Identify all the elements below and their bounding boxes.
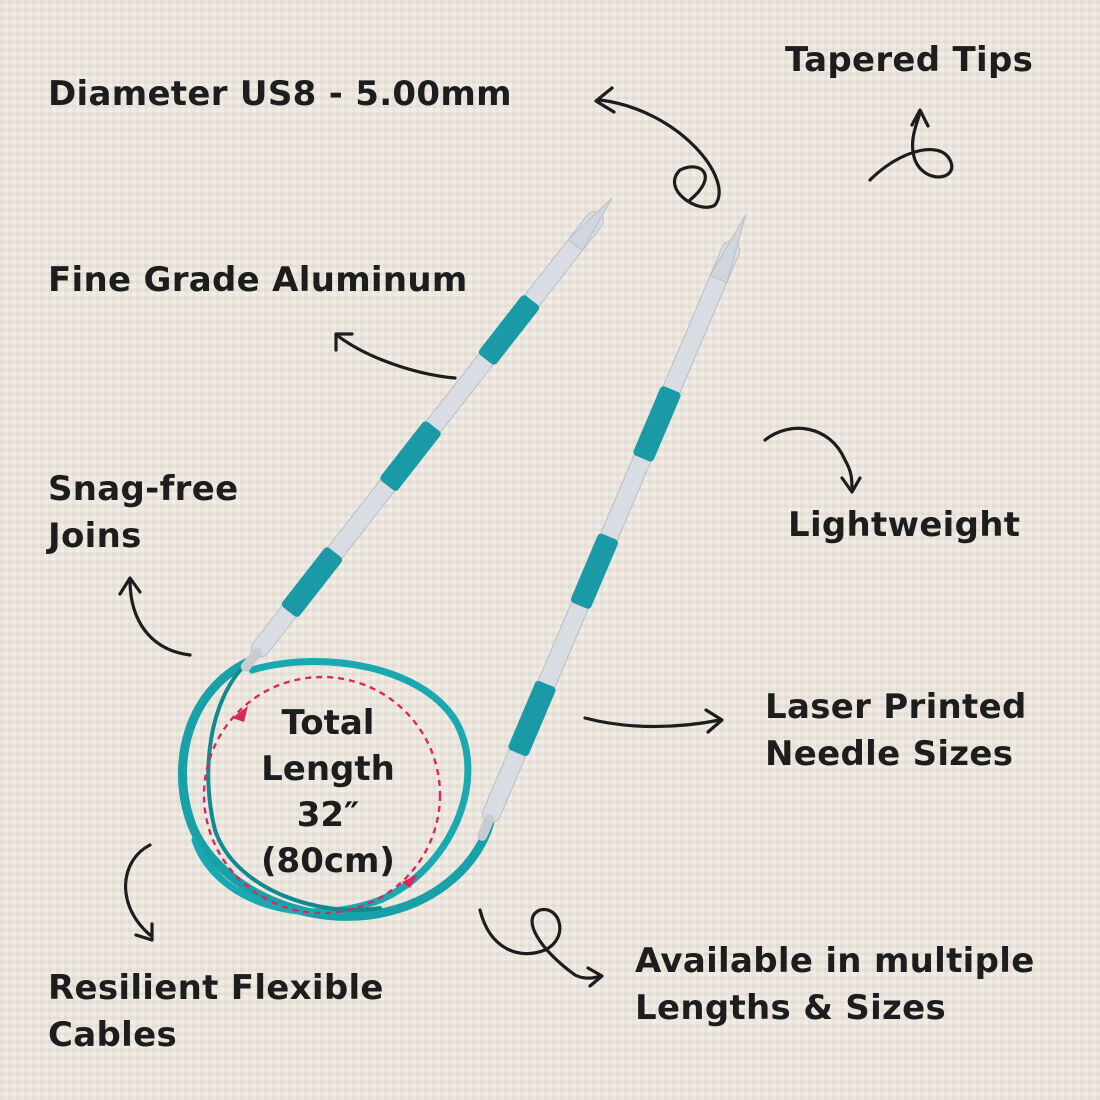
label-snag-free: Snag-free Joins bbox=[48, 466, 238, 560]
label-resilient: Resilient Flexible Cables bbox=[48, 965, 384, 1059]
snag-free-line-2: Joins bbox=[48, 516, 142, 556]
fine-grade-arrow-icon bbox=[336, 334, 457, 380]
label-tapered-tips: Tapered Tips bbox=[785, 37, 1033, 84]
diameter-arrow-icon bbox=[598, 98, 721, 209]
diameter-text: Diameter US8 - 5.00mm bbox=[48, 74, 512, 114]
label-fine-grade: Fine Grade Aluminum bbox=[48, 257, 468, 304]
available-line-2: Lengths & Sizes bbox=[635, 988, 947, 1028]
label-lightweight: Lightweight bbox=[788, 502, 1020, 549]
laser-printed-line-1: Laser Printed bbox=[765, 687, 1027, 727]
tapered-tips-text: Tapered Tips bbox=[785, 40, 1034, 80]
right-needle bbox=[477, 214, 747, 841]
laser-printed-line-2: Needle Sizes bbox=[765, 734, 1014, 774]
length-indicator-circle bbox=[202, 675, 442, 915]
total-length-line-3: 32″ bbox=[296, 795, 360, 835]
arrowhead-top bbox=[232, 706, 248, 722]
snag-free-arrow-icon bbox=[128, 578, 192, 657]
left-needle bbox=[240, 197, 613, 672]
total-length-line-2: Length bbox=[261, 749, 395, 789]
laser-printed-arrow-icon bbox=[583, 716, 722, 729]
lightweight-arrow-icon bbox=[763, 426, 854, 492]
cable bbox=[177, 657, 495, 921]
resilient-line-2: Cables bbox=[48, 1015, 177, 1055]
total-length-label: Total Length 32″ (80cm) bbox=[228, 700, 428, 884]
lightweight-text: Lightweight bbox=[788, 505, 1021, 545]
label-laser-printed: Laser Printed Needle Sizes bbox=[765, 684, 1027, 778]
snag-free-line-1: Snag-free bbox=[48, 469, 239, 509]
total-length-line-4: (80cm) bbox=[261, 841, 395, 881]
tapered-tips-arrow-icon bbox=[868, 110, 954, 182]
available-arrow-icon bbox=[478, 907, 602, 980]
resilient-line-1: Resilient Flexible bbox=[48, 968, 384, 1008]
fine-grade-text: Fine Grade Aluminum bbox=[48, 260, 468, 300]
resilient-arrow-icon bbox=[124, 843, 152, 937]
total-length-line-1: Total bbox=[281, 703, 375, 743]
label-available: Available in multiple Lengths & Sizes bbox=[635, 938, 1035, 1032]
arrowhead-bottom bbox=[402, 874, 418, 888]
available-line-1: Available in multiple bbox=[635, 941, 1035, 981]
label-diameter: Diameter US8 - 5.00mm bbox=[48, 71, 512, 118]
